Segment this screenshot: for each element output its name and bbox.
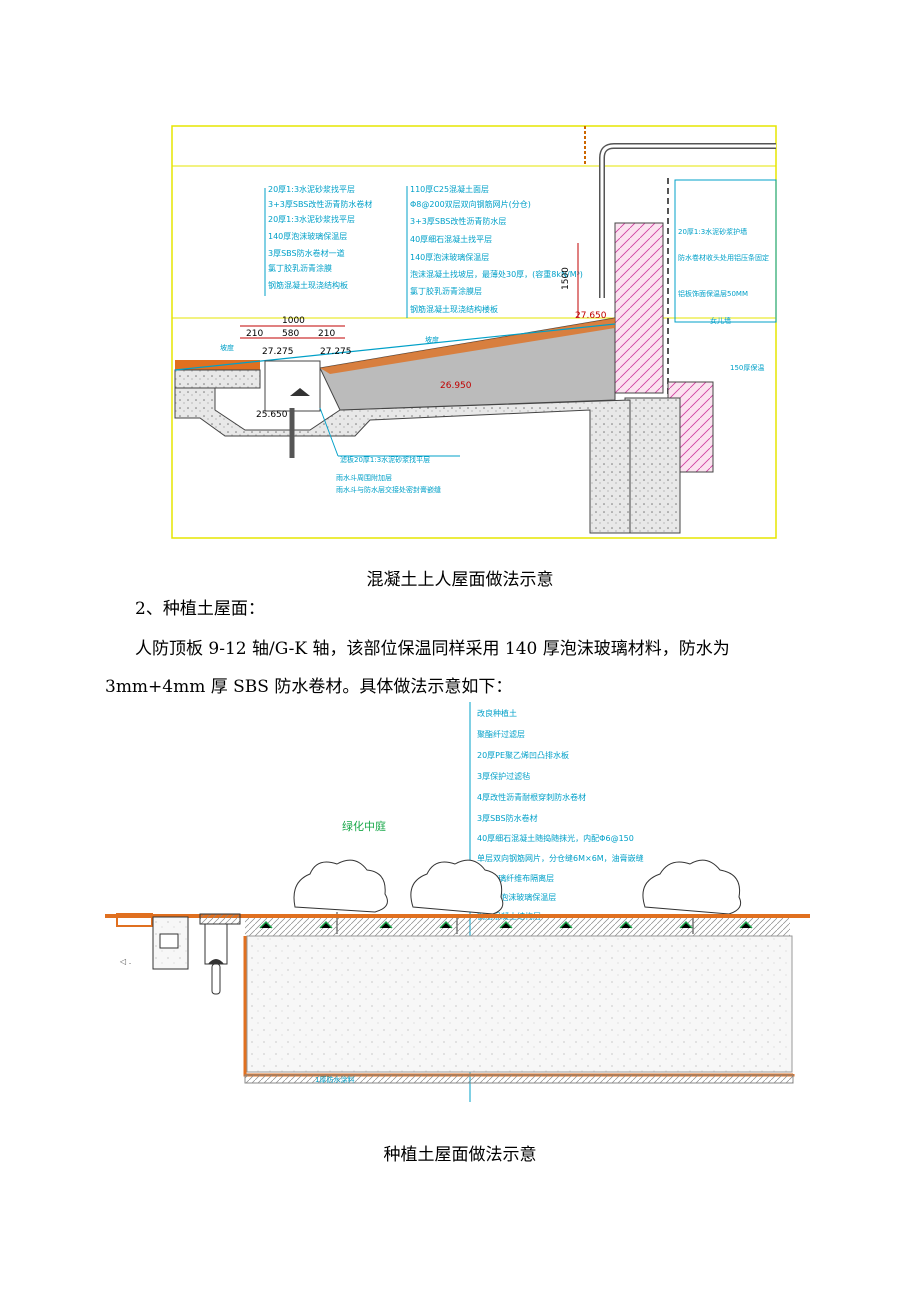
planting-roof-detail-drawing: 改良种植土 聚酯纤过滤层 20厚PE聚乙烯凹凸排水板 3厚保护过滤毡 4厚改性沥…	[105, 702, 810, 1102]
elev-struct: 26.950	[440, 381, 472, 391]
layer-6: 3厚SBS防水卷材	[477, 813, 538, 823]
note-mid-4: 40厚细石混凝土找平层	[410, 234, 492, 244]
note-mid-8: 钢筋混凝土现浇结构楼板	[410, 304, 498, 314]
note-left-2: 3+3厚SBS改性沥青防水卷材	[268, 199, 372, 209]
layer-1: 改良种植土	[477, 708, 517, 718]
dim-part-2: 580	[282, 329, 299, 339]
layer-10: 140厚泡沫玻璃保温层	[477, 892, 556, 902]
paragraph-line-1: 人防顶板 9-12 轴/G-K 轴，该部位保温同样采用 140 厚泡沫玻璃材料，…	[135, 639, 730, 659]
drain-notes: 滤板20厚1:3水泥砂浆找平层 雨水斗周围附加层 雨水斗与防水层交接处密封膏嵌缝	[319, 407, 460, 494]
slope-labels: 坡度 坡度	[220, 335, 439, 352]
dim-part-3: 210	[318, 329, 335, 339]
svg-text:◁ .: ◁ .	[119, 957, 131, 966]
note-left-6: 氯丁胶乳沥青涂膜	[268, 263, 332, 273]
note-left-7: 钢筋混凝土现浇结构板	[268, 280, 348, 290]
drain-note-2: 雨水斗周围附加层	[336, 473, 392, 482]
concrete-roof-detail-drawing: 20厚1:3水泥砂浆找平层 3+3厚SBS改性沥青防水卷材 20厚1:3水泥砂浆…	[171, 125, 777, 539]
layer-9: 1厚玻璃纤维布隔离层	[477, 873, 554, 883]
paragraph-line-2: 3mm+4mm 厚 SBS 防水卷材。具体做法示意如下：	[105, 677, 513, 697]
note-left-3: 20厚1:3水泥砂浆找平层	[268, 214, 355, 224]
elev-right: 27.275	[320, 347, 352, 357]
note-right-3: 铝板饰面保温层50MM	[678, 289, 748, 298]
note-mid-7: 氯丁胶乳沥青涂膜层	[410, 286, 482, 296]
height-dim: 1500	[561, 267, 571, 290]
right-label-1: 女儿墙	[710, 316, 731, 325]
layer-5: 4厚改性沥青耐根穿刺防水卷材	[477, 792, 586, 802]
note-mid-3: 3+3厚SBS改性沥青防水层	[410, 216, 506, 226]
drain-note-1: 滤板20厚1:3水泥砂浆找平层	[340, 455, 430, 464]
right-notes: 20厚1:3水泥砂浆护墙 防水卷材收头处用铝压条固定 铝板饰面保温层50MM 女…	[678, 227, 769, 372]
figure-caption-1: 混凝土上人屋面做法示意	[366, 570, 554, 590]
layer-3: 20厚PE聚乙烯凹凸排水板	[477, 750, 569, 760]
note-right-1: 20厚1:3水泥砂浆护墙	[678, 227, 747, 236]
section-heading: 2、种植土屋面：	[135, 599, 265, 619]
layer-7: 40厚细石混凝土随捣随抹光，内配Φ6@150	[477, 833, 634, 843]
note-left-5: 3厚SBS防水卷材一道	[268, 248, 345, 258]
right-label-2: 150厚保温	[730, 363, 764, 372]
dim-part-1: 210	[246, 329, 263, 339]
elev-left: 27.275	[262, 347, 294, 357]
elev-drain: 25.650	[256, 410, 288, 420]
middle-notes: 110厚C25混凝土面层 Φ8@200双层双向钢筋网片(分仓) 3+3厚SBS改…	[406, 184, 583, 318]
courtyard-label: 绿化中庭	[342, 819, 386, 833]
layer-8: 单层双向钢筋网片，分仓缝6M×6M，油膏嵌缝	[477, 853, 644, 863]
note-mid-5: 140厚泡沫玻璃保温层	[410, 252, 489, 262]
slope-left: 坡度	[220, 343, 234, 352]
note-right-2: 防水卷材收头处用铝压条固定	[678, 253, 769, 262]
left-notes: 20厚1:3水泥砂浆找平层 3+3厚SBS改性沥青防水卷材 20厚1:3水泥砂浆…	[264, 184, 372, 296]
note-left-1: 20厚1:3水泥砂浆找平层	[268, 184, 355, 194]
layer-4: 3厚保护过滤毡	[477, 771, 530, 781]
note-mid-6: 泡沫混凝土找坡层，最薄处30厚，(容重8kN/M³)	[410, 269, 583, 279]
note-left-4: 140厚泡沫玻璃保温层	[268, 231, 347, 241]
note-mid-1: 110厚C25混凝土面层	[410, 184, 489, 194]
dim-total: 1000	[282, 316, 305, 326]
layer-2: 聚酯纤过滤层	[477, 729, 525, 739]
note-mid-2: Φ8@200双层双向钢筋网片(分仓)	[410, 199, 531, 209]
elev-wall: 27.650	[575, 311, 607, 321]
dimension-group: 1000 210 580 210 27.275 27.275 25.650 26…	[240, 243, 607, 420]
drain-note-3: 雨水斗与防水层交接处密封膏嵌缝	[336, 485, 441, 494]
figure-caption-2: 种植土屋面做法示意	[383, 1145, 537, 1165]
bottom-label: 1厚防水涂料	[315, 1075, 354, 1084]
slope-mid: 坡度	[425, 335, 439, 344]
